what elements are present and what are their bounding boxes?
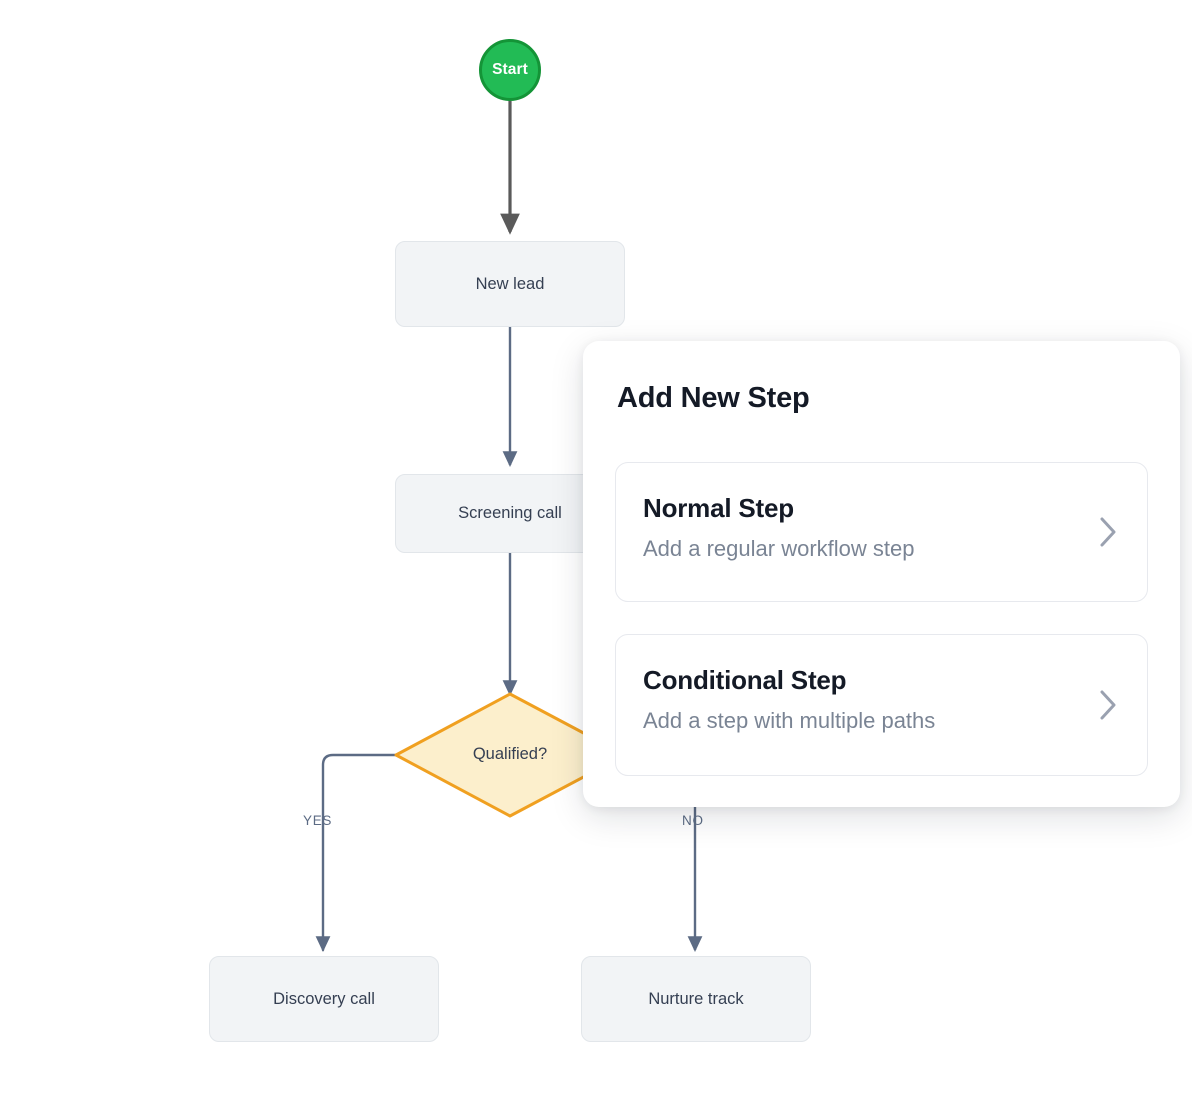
step-node-discovery-call[interactable]: Discovery call bbox=[209, 956, 439, 1042]
add-step-panel: Add New Step Normal Step Add a regular w… bbox=[583, 341, 1180, 807]
option-title: Conditional Step bbox=[643, 665, 847, 695]
step-node-label: Nurture track bbox=[648, 989, 744, 1008]
option-description: Add a step with multiple paths bbox=[643, 708, 936, 733]
branch-label-yes: YES bbox=[303, 813, 333, 828]
panel-title: Add New Step bbox=[617, 382, 810, 414]
option-title: Normal Step bbox=[643, 493, 794, 523]
step-node-label: Discovery call bbox=[273, 989, 375, 1008]
step-node-label: Screening call bbox=[458, 504, 562, 522]
connector-qualified-yes-to-discovery bbox=[315, 753, 398, 953]
chevron-right-icon bbox=[1100, 690, 1116, 720]
start-node-label: Start bbox=[492, 61, 528, 78]
chevron-right-icon bbox=[1100, 517, 1116, 547]
option-description: Add a regular workflow step bbox=[643, 536, 915, 561]
option-card-conditional-step[interactable]: Conditional Step Add a step with multipl… bbox=[615, 634, 1148, 776]
option-card-normal-step[interactable]: Normal Step Add a regular workflow step bbox=[615, 462, 1148, 602]
step-node-new-lead[interactable]: New lead bbox=[395, 241, 625, 327]
step-node-nurture-track[interactable]: Nurture track bbox=[581, 956, 811, 1042]
start-node[interactable]: Start bbox=[479, 39, 541, 101]
step-node-label: New lead bbox=[475, 274, 545, 293]
branch-label-no: NO bbox=[682, 813, 704, 828]
